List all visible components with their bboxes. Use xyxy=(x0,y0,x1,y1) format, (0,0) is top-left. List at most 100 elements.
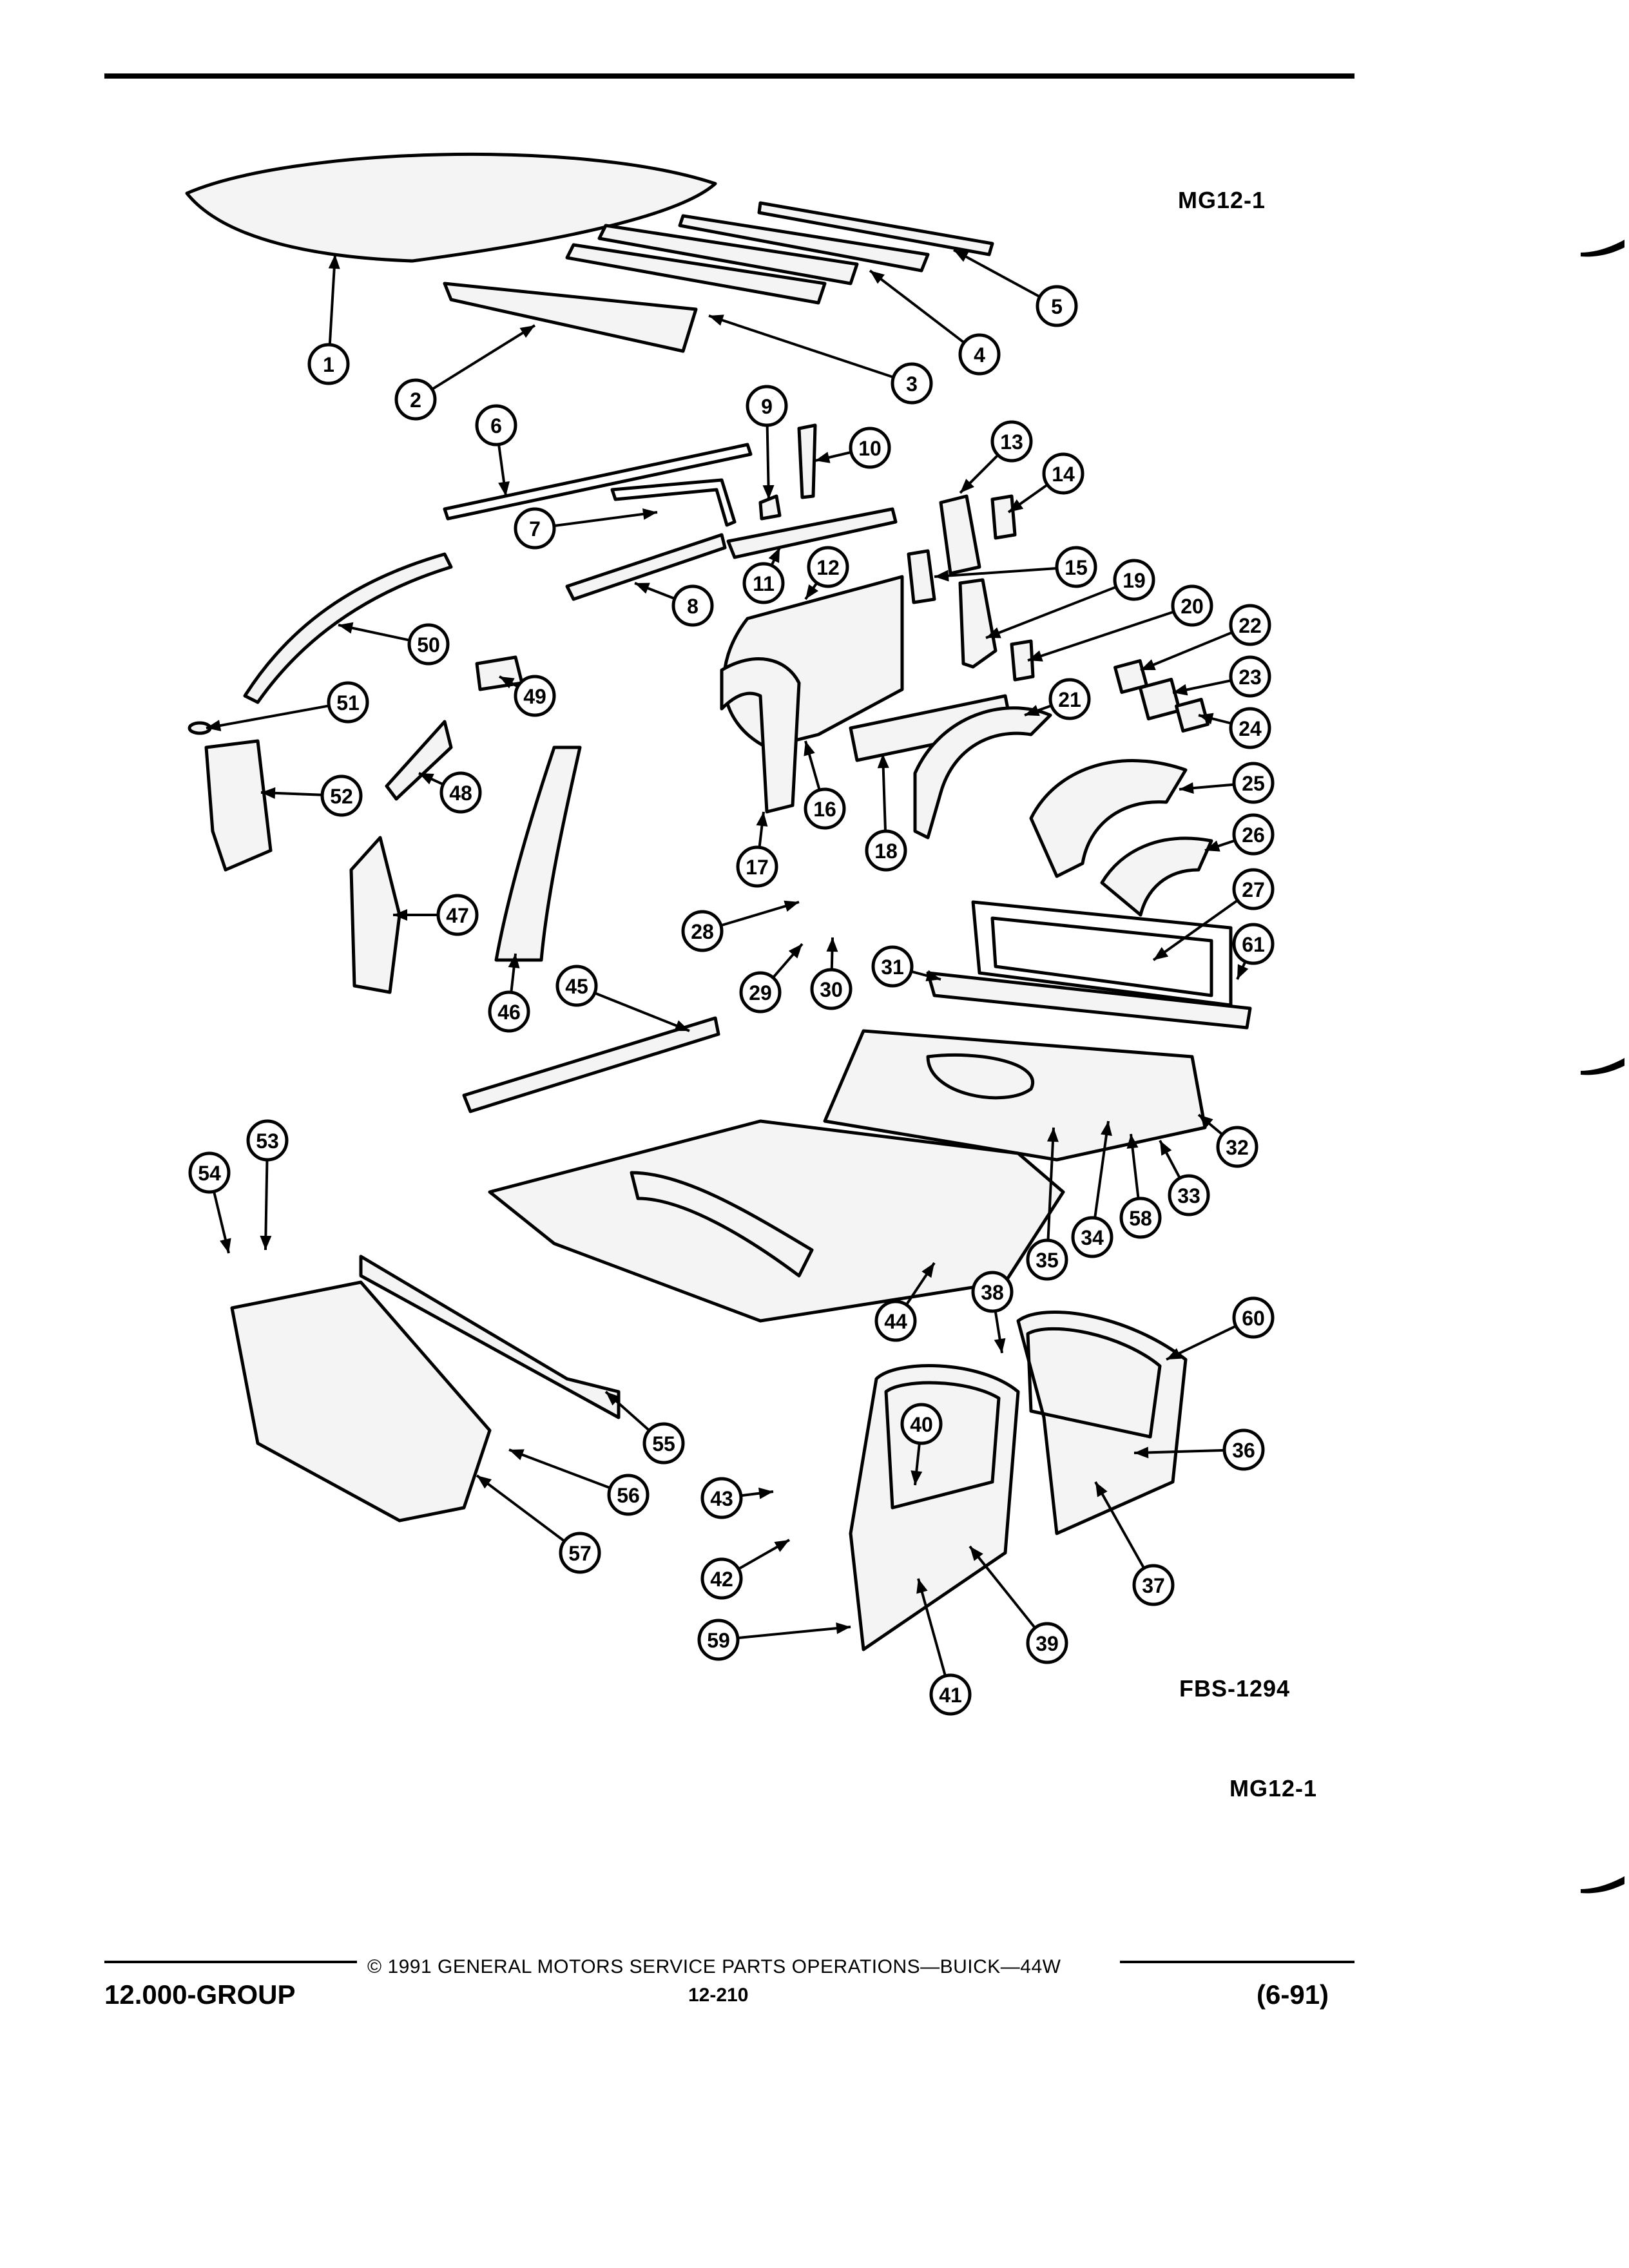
callout-number: 28 xyxy=(691,920,714,943)
figure-code: FBS-1294 xyxy=(1179,1675,1291,1702)
callout-circle xyxy=(1229,604,1271,646)
windshield-pillar xyxy=(243,552,453,704)
wheelhouse-liner-rear xyxy=(1100,836,1213,917)
callout-circle xyxy=(407,623,450,666)
callout-number: 6 xyxy=(490,414,502,437)
callout-49: 49 xyxy=(499,675,556,717)
top-figure-code: MG12-1 xyxy=(1178,187,1266,213)
callout-arrowhead xyxy=(1101,1121,1112,1137)
callout-circle xyxy=(671,584,714,627)
footer-rule-left xyxy=(104,1961,357,1963)
callout-number: 7 xyxy=(529,517,541,541)
callout-number: 61 xyxy=(1242,933,1265,956)
callout-arrowhead xyxy=(220,1238,231,1253)
callout-circle xyxy=(1216,1126,1258,1168)
callout-1: 1 xyxy=(307,254,350,385)
fuel-filler-door xyxy=(1175,698,1210,733)
callout-number: 47 xyxy=(446,904,469,927)
callout-number: 22 xyxy=(1239,614,1262,637)
binder-mark-icon xyxy=(1581,1876,1624,1894)
rear-door-panel xyxy=(1016,1311,1188,1535)
wheelhouse-outer xyxy=(913,706,1052,840)
callout-arrowhead xyxy=(784,900,799,912)
callout-circle xyxy=(681,910,724,952)
callout-circle xyxy=(697,1619,740,1661)
callout-11: 11 xyxy=(742,547,785,604)
callout-number: 3 xyxy=(906,372,918,396)
callout-circle xyxy=(1119,1196,1162,1239)
callout-arrowhead xyxy=(826,937,838,952)
callout-28: 28 xyxy=(681,900,800,952)
callout-arrowhead xyxy=(1126,1134,1139,1149)
callout-47: 47 xyxy=(393,894,479,936)
callout-circle xyxy=(1222,1428,1265,1471)
callout-leader xyxy=(508,1448,611,1490)
callout-arrowhead xyxy=(870,271,885,284)
callout-number: 16 xyxy=(813,798,836,821)
front-dash-panel xyxy=(230,1280,492,1523)
callout-number: 17 xyxy=(746,856,769,879)
callout-circle xyxy=(1071,1216,1113,1258)
pillar-reinforcement xyxy=(939,494,981,575)
callout-arrowhead xyxy=(642,508,657,520)
callout-arrowhead xyxy=(921,1263,934,1278)
callout-arrowhead xyxy=(338,622,354,634)
callout-number: 33 xyxy=(1177,1184,1200,1207)
callout-30: 30 xyxy=(810,937,853,1010)
callout-arrowhead xyxy=(1173,684,1188,696)
callout-number: 9 xyxy=(761,395,773,418)
callout-circle xyxy=(1132,1564,1175,1606)
callout-leader xyxy=(869,269,965,344)
callout-36: 36 xyxy=(1133,1428,1265,1471)
callout-circle xyxy=(871,945,914,988)
hinge-pillar xyxy=(494,745,582,962)
callout-number: 51 xyxy=(336,691,360,715)
callout-arrowhead xyxy=(261,787,276,799)
callout-arrowhead xyxy=(709,314,724,326)
callout-58: 58 xyxy=(1119,1133,1162,1239)
callout-number: 52 xyxy=(330,785,353,808)
callout-arrowhead xyxy=(815,452,831,463)
callout-29: 29 xyxy=(739,943,804,1014)
back-window-inner xyxy=(990,916,1213,997)
callout-32: 32 xyxy=(1197,1113,1258,1168)
callout-number: 43 xyxy=(710,1487,733,1510)
callout-number: 50 xyxy=(417,633,440,657)
footer-date: (6-91) xyxy=(1257,1979,1329,2010)
callout-27: 27 xyxy=(1152,868,1275,961)
callout-leader xyxy=(708,314,894,379)
callout-52: 52 xyxy=(260,774,363,817)
callout-circle xyxy=(642,1422,685,1465)
callout-number: 55 xyxy=(652,1432,675,1456)
door-window-opening xyxy=(884,1381,1001,1510)
callout-10: 10 xyxy=(815,427,891,469)
footer-copyright: © 1991 GENERAL MOTORS SERVICE PARTS OPER… xyxy=(367,1956,1061,1977)
callout-arrowhead xyxy=(1134,1446,1149,1459)
callout-arrowhead xyxy=(911,1470,923,1485)
callout-arrowhead xyxy=(499,677,515,689)
rocker-panel xyxy=(462,1016,720,1113)
callout-9: 9 xyxy=(746,385,788,500)
callout-number: 25 xyxy=(1242,772,1265,795)
drip-moulding xyxy=(610,478,737,527)
callout-leader xyxy=(1094,1481,1146,1569)
callout-circle xyxy=(1026,1622,1068,1664)
callout-arrowhead xyxy=(960,479,974,493)
callout-arrowhead xyxy=(508,954,520,968)
callout-arrowhead xyxy=(393,909,407,921)
fuel-filler-pocket xyxy=(1138,677,1182,721)
callout-33: 33 xyxy=(1159,1140,1210,1216)
callout-number: 26 xyxy=(1242,823,1265,847)
callout-number: 21 xyxy=(1058,688,1081,711)
callout-number: 38 xyxy=(981,1281,1004,1304)
door-frame-rail xyxy=(565,533,727,601)
callout-31: 31 xyxy=(871,945,941,988)
pillar-upper-strip xyxy=(797,423,817,499)
callout-number: 30 xyxy=(820,978,843,1001)
pillar-inner xyxy=(907,549,936,604)
callout-arrowhead xyxy=(1237,964,1249,979)
callout-arrowhead xyxy=(804,741,815,756)
callout-57: 57 xyxy=(476,1474,601,1574)
bottom-figure-code: MG12-1 xyxy=(1229,1775,1318,1802)
